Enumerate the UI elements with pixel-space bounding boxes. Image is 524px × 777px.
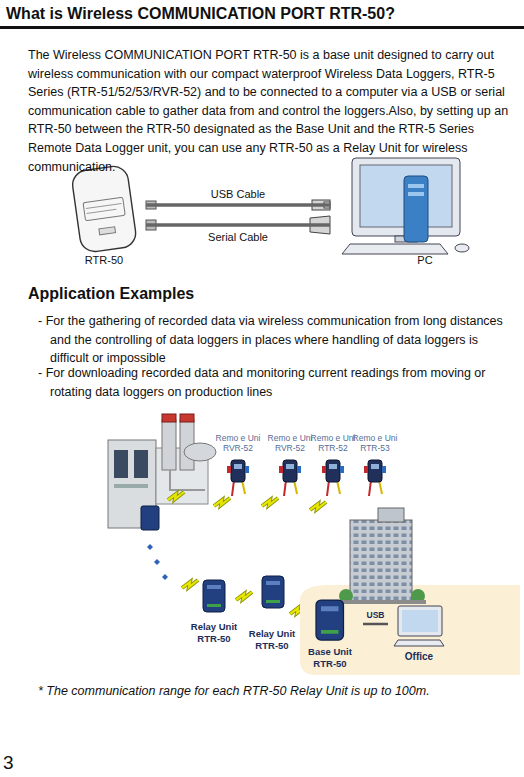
remote-unit: Remo e Uni RVR-52 <box>265 432 315 502</box>
node-label: Relay Unit RTR-50 <box>241 628 303 651</box>
page-number: 3 <box>3 752 33 774</box>
node-label: Base Unit RTR-50 <box>298 646 362 669</box>
cable-connector <box>146 203 330 207</box>
node-label: Remo e Uni RTR-52 <box>309 433 357 453</box>
intro-paragraph: The Wireless COMMUNICATION PORT RTR-50 i… <box>28 46 514 176</box>
edge-label: Serial Cable <box>206 231 270 243</box>
edge-label: USB Cable <box>209 188 267 200</box>
device-box: RTR-50 <box>62 163 146 268</box>
computer-box: PC <box>330 150 520 268</box>
remote-unit: Remo e Uni RTR-53 <box>350 432 400 502</box>
edge-label: USB <box>365 609 387 621</box>
node-label: Remo e Uni RVR-52 <box>266 433 314 453</box>
node-label: Remo e Uni RTR-53 <box>351 433 399 453</box>
remote-unit: Remo e Uni RVR-52 <box>213 432 263 502</box>
base-unit: Base Unit RTR-50 <box>297 598 363 670</box>
remote-unit: Remo e Uni RTR-52 <box>308 432 358 502</box>
node-label: Relay Unit RTR-50 <box>183 621 245 644</box>
bullet-item: - For downloading recorded data and moni… <box>38 364 516 401</box>
office-pc: Office <box>388 602 450 664</box>
cable-connector <box>146 223 330 227</box>
relay-unit: Relay Unit RTR-50 <box>240 572 304 652</box>
cable-connector <box>363 623 388 626</box>
footnote: * The communication range for each RTR-5… <box>38 683 518 699</box>
node-label: RTR-50 <box>85 254 123 267</box>
node-label: Office <box>405 651 433 663</box>
section-heading: Application Examples <box>28 284 328 304</box>
bullet-item: - For the gathering of recorded data via… <box>38 312 516 368</box>
page-title: What is Wireless COMMUNICATION PORT RTR-… <box>6 5 395 23</box>
relay-unit: Relay Unit RTR-50 <box>182 575 246 645</box>
node-label: Remo e Uni RVR-52 <box>214 433 262 453</box>
node-label: PC <box>417 254 432 267</box>
